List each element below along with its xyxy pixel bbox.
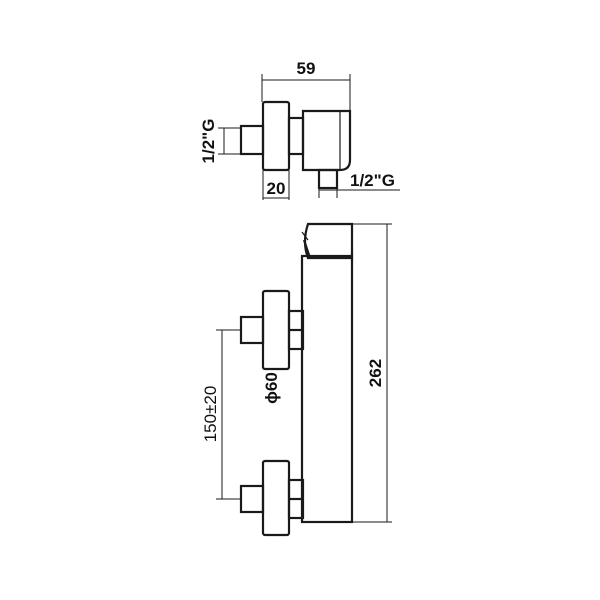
top-outlet-stub [317, 168, 339, 190]
dim-label-262: 262 [366, 359, 385, 387]
top-body [301, 109, 352, 172]
front-body [300, 254, 354, 524]
dim-label-thread-left: 1/2"G [199, 119, 218, 164]
dim-label-outlet: 1/2"G [350, 171, 395, 190]
front-view: 262 ϕ60 150±20 [201, 222, 392, 537]
top-inlet-pipe [239, 124, 265, 156]
dim-label-150: 150±20 [201, 386, 220, 443]
front-pipe-upper [239, 315, 265, 345]
front-pipe-lower [239, 484, 265, 514]
dim-label-59: 59 [297, 59, 316, 78]
front-handle-slot [301, 231, 309, 241]
top-nut [287, 116, 305, 156]
front-handle-cap [303, 222, 354, 260]
top-flange [261, 100, 291, 172]
front-handle-line [302, 239, 312, 259]
top-view: 59 1/2"G 20 1/2"G [199, 59, 400, 200]
front-flange-upper [261, 289, 291, 371]
dim-label-20: 20 [267, 179, 286, 198]
dim-label-diameter: ϕ60 [262, 372, 281, 404]
front-flange-lower [261, 459, 291, 537]
